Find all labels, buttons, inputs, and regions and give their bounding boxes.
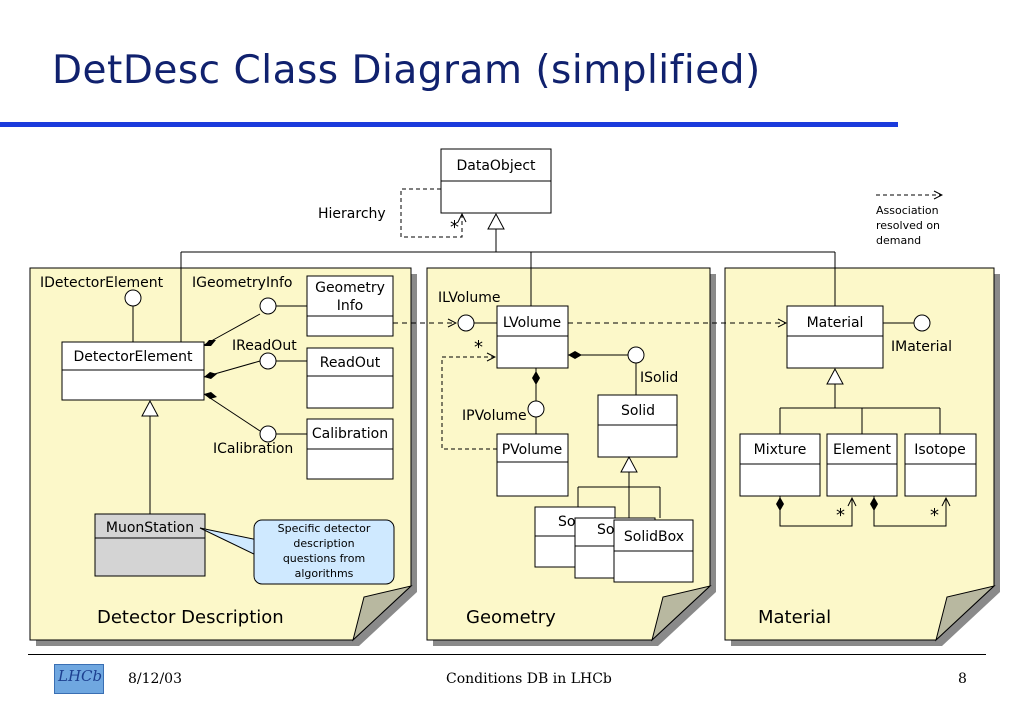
imaterial-label: IMaterial [891,339,952,355]
slide-title: DetDesc Class Diagram (simplified) [52,48,761,93]
lvolume-label: LVolume [503,315,561,331]
solid-class: Solid [597,394,678,458]
lhcb-logo: LHCb [54,664,104,694]
mixture-class: Mixture [739,433,821,497]
element-multiplicity: * [836,505,845,526]
geometry-panel-caption: Geometry [466,607,556,628]
aggregation-diamond [204,392,217,399]
element-label: Element [833,442,891,458]
hierarchy-label: Hierarchy [318,206,386,222]
legend-line-3: demand [876,234,921,247]
solid-box-label: SolidBox [624,529,684,545]
calibration-class: Calibration [306,418,394,480]
geometry-info-label-1: Geometry [315,280,385,296]
icalibration-label: ICalibration [213,441,293,457]
ipvolume-interface-icon [527,400,545,418]
footer-divider [28,654,986,655]
readout-label: ReadOut [320,355,381,371]
aggregation-diamond [204,340,216,346]
detector-element-label: DetectorElement [74,349,193,365]
note-line-1: Specific detector [278,522,371,535]
title-underline [0,122,898,127]
mixture-label: Mixture [754,442,807,458]
footer-page-number: 8 [958,671,967,687]
element-class: Element [826,433,898,497]
note-line-3: questions from [283,552,365,565]
muon-station-class: MuonStation [94,513,206,577]
inheritance-triangle [141,399,159,417]
idetectorelement-label: IDetectorElement [40,275,164,291]
detector-panel-caption: Detector Description [97,607,284,628]
note-line-4: algorithms [295,567,354,580]
igeometryinfo-interface-icon [259,297,277,315]
inheritance-triangle [487,212,505,230]
imaterial-interface-icon [913,314,931,332]
legend-line-1: Association [876,204,939,217]
idetectorelement-interface-icon [124,289,142,307]
igeometryinfo-label: IGeometryInfo [192,275,292,291]
geometry-info-class: Geometry Info [306,275,394,337]
isotope-class: Isotope [904,433,977,497]
legend-line-2: resolved on [876,219,940,232]
data-object-class: DataObject [440,148,552,214]
muon-station-label: MuonStation [106,520,194,536]
isotope-label: Isotope [914,442,966,458]
pvolume-label: PVolume [502,442,563,458]
note-line-2: description [293,537,354,550]
geometry-multiplicity: * [474,337,483,358]
note-callout: Specific detector description questions … [199,519,395,585]
aggregation-diamond [532,371,540,385]
hierarchy-multiplicity: * [450,217,459,238]
aggregation-diamond [568,351,582,359]
pvolume-to-lvolume-association [441,357,497,450]
ipvolume-label: IPVolume [462,408,527,424]
detector-element-class: DetectorElement [61,341,205,401]
ireadout-interface-icon [259,352,277,370]
solid-subclass-b-label: So [597,522,614,538]
ireadout-label: IReadOut [232,338,297,354]
readout-class: ReadOut [306,347,394,409]
geometry-info-label-2: Info [337,298,364,314]
material-panel-caption: Material [758,607,831,628]
isotope-multiplicity: * [930,505,939,526]
aggregation-diamond [870,497,878,511]
footer-title: Conditions DB in LHCb [446,671,612,687]
aggregation-diamond [204,372,217,379]
inheritance-tree [180,229,836,342]
pvolume-class: PVolume [496,433,569,497]
data-object-label: DataObject [456,158,536,174]
calibration-label: Calibration [312,426,388,442]
ilvolume-label: ILVolume [438,290,500,306]
isolid-interface-icon [627,346,645,364]
material-label: Material [807,315,864,331]
solid-label: Solid [621,403,655,419]
aggregation-diamond [776,497,784,511]
lvolume-class: LVolume [496,305,569,369]
isolid-label: ISolid [640,370,678,386]
material-class: Material [786,305,884,369]
footer-date: 8/12/03 [128,671,182,687]
solid-box-class: SolidBox [613,519,694,583]
hierarchy-association [400,188,462,238]
ilvolume-interface-icon [457,314,475,332]
lhcb-logo-text: LHCb [58,667,103,685]
class-diagram: DataObject Hierarchy * Association resol… [29,148,1000,646]
solid-subclass-a-label: So [558,514,575,530]
icalibration-interface-icon [259,425,277,443]
